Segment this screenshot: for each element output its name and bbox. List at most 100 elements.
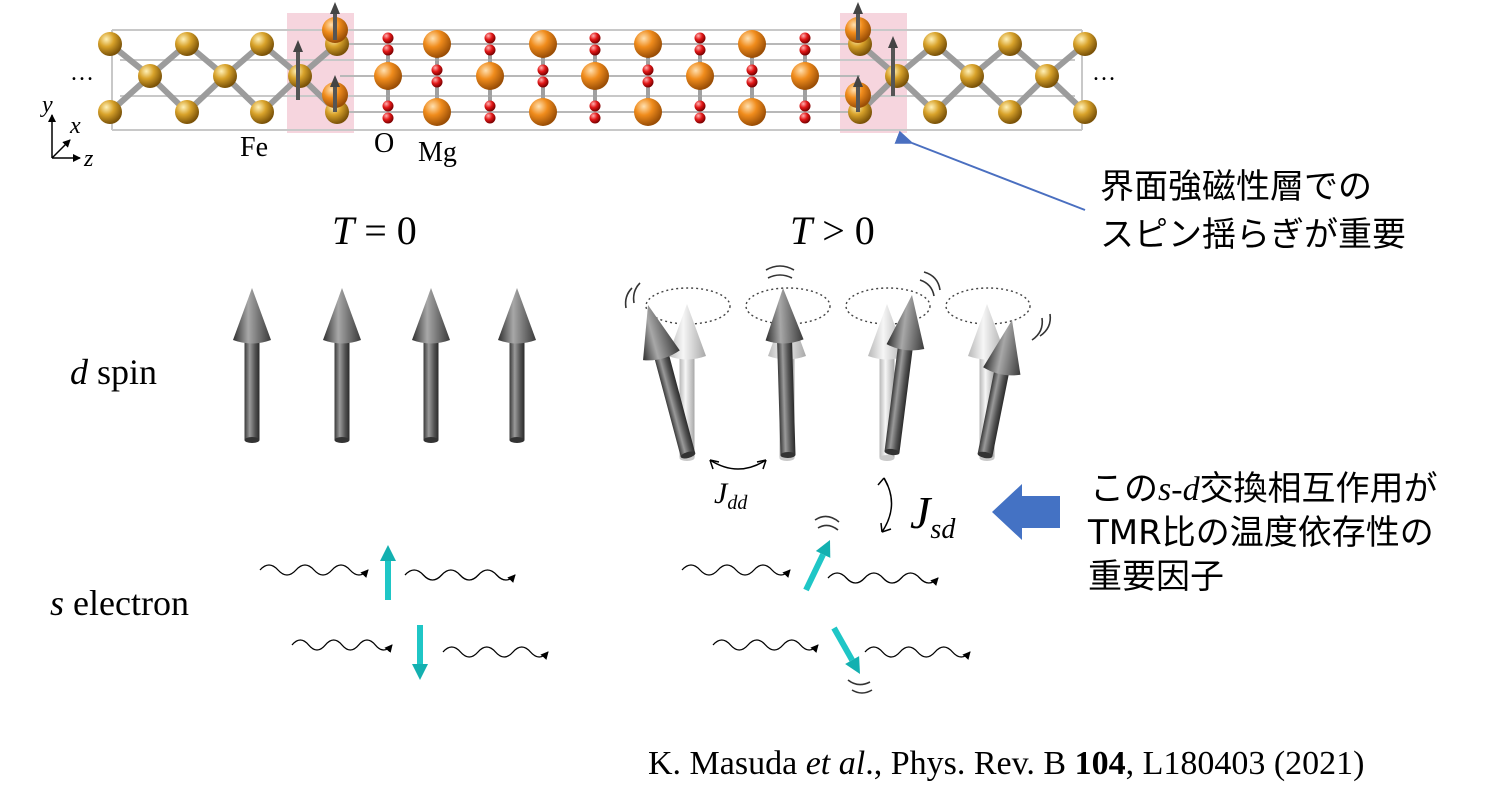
- mg-atom: [374, 62, 402, 90]
- fe-atom: [213, 64, 237, 88]
- left-ellipsis: …: [70, 60, 94, 86]
- d-spin-t1-2: [765, 287, 804, 459]
- electron-spin-t1-up: [803, 540, 831, 592]
- o-atom: [642, 64, 654, 76]
- precession-orbit-2: [745, 287, 831, 325]
- electron-spin-t1-down-shaft: [831, 626, 855, 662]
- jdd-label: Jdd: [714, 477, 748, 514]
- o-atom: [799, 32, 811, 44]
- d-spin-t1-2-shaft: [776, 337, 796, 456]
- interface-spin-head: [853, 2, 863, 14]
- fe-atom: [175, 32, 199, 56]
- citation: K. Masuda et al., Phys. Rev. B 104, L180…: [648, 745, 1365, 782]
- axis-triad: y x z: [40, 92, 94, 172]
- d-spin-t0-1-base: [244, 437, 260, 443]
- d-spin-t0-3-shaft: [423, 338, 439, 440]
- d-spin-t0-1: [233, 288, 271, 443]
- fe-atom: [923, 100, 947, 124]
- electron-wave-t0-up-out: [404, 569, 516, 583]
- right-ellipsis: …: [1092, 60, 1116, 86]
- fe-atom: [98, 100, 122, 124]
- interface-spin-head: [330, 75, 340, 87]
- electron-wave-t0-down-in: [291, 639, 393, 653]
- interface-spins: [293, 2, 898, 112]
- mg-atom: [476, 62, 504, 90]
- precession-orbit-1: [645, 287, 731, 325]
- fe-atom: [250, 100, 274, 124]
- d-spin-t1-2-base: [780, 451, 796, 459]
- electron-wave-t0-up-in: [259, 564, 369, 578]
- electron-wave-t0-down-out: [442, 646, 549, 660]
- fe-atom: [175, 100, 199, 124]
- interface-annotation-line2: スピン揺らぎが重要: [1100, 215, 1406, 255]
- interface-spin-head: [888, 36, 898, 48]
- interface-spin-head: [330, 2, 340, 14]
- jsd-label: Jsd: [910, 487, 956, 545]
- sd-annotation-line2: TMR比の温度依存性の: [1087, 513, 1434, 553]
- d-spin-t1-3-shaft: [884, 343, 914, 453]
- sd-block-arrow: [992, 484, 1060, 540]
- jsd-coupling: Jsd: [877, 477, 956, 545]
- d-spin-t0-2-base: [334, 437, 350, 443]
- label-o: O: [374, 128, 394, 159]
- fe-atom: [1035, 64, 1059, 88]
- o-atom: [382, 44, 394, 56]
- o-atom: [589, 44, 601, 56]
- o-atom: [484, 44, 496, 56]
- axis-x-label: x: [69, 113, 81, 139]
- axis-z-label: z: [83, 146, 94, 172]
- precession-orbit-3: [845, 287, 931, 325]
- electron-spin-t1-up-head: [815, 540, 831, 558]
- o-atom: [589, 100, 601, 112]
- mg-atom: [423, 98, 451, 126]
- mg-atom: [581, 62, 609, 90]
- o-atom: [382, 32, 394, 44]
- d-spins-t-positive: [643, 287, 1031, 461]
- fe-atom: [998, 100, 1022, 124]
- d-spin-t0-4-cone: [498, 288, 536, 344]
- label-mg: Mg: [418, 137, 457, 168]
- o-atom: [799, 100, 811, 112]
- o-atom: [382, 100, 394, 112]
- o-atom: [537, 64, 549, 76]
- fe-atom: [138, 64, 162, 88]
- d-spin-t1-2-cone: [765, 287, 804, 344]
- title-t-positive: T > 0: [790, 208, 875, 253]
- o-atom: [537, 76, 549, 88]
- o-atom: [642, 76, 654, 88]
- d-spin-t0-3-base: [423, 437, 439, 443]
- d-spin-t1-3-base: [884, 448, 900, 456]
- electron-spin-t1-down-head: [845, 656, 860, 674]
- axis-y-label: y: [40, 92, 53, 118]
- d-spin-t1-4: [977, 319, 1021, 459]
- o-atom: [799, 112, 811, 124]
- mg-atom: [529, 30, 557, 58]
- d-spin-t0-3: [412, 288, 450, 443]
- d-spin-t1-4-base: [977, 451, 993, 459]
- sd-annotation: このs-d交換相互作用が TMR比の温度依存性の 重要因子: [1087, 469, 1438, 597]
- mg-atom: [634, 30, 662, 58]
- electron-spin-t1-down: [831, 626, 860, 674]
- o-atom: [431, 76, 443, 88]
- fe-atom: [250, 32, 274, 56]
- label-fe: Fe: [240, 132, 268, 163]
- interface-annotation: 界面強磁性層での スピン揺らぎが重要: [1100, 167, 1406, 255]
- d-spin-t0-4-base: [509, 437, 525, 443]
- d-spin-t1-1-cone: [643, 304, 680, 361]
- mg-atom: [686, 62, 714, 90]
- fe-atom: [998, 32, 1022, 56]
- o-atom: [484, 32, 496, 44]
- d-spin-t1-4-shaft: [977, 367, 1010, 457]
- o-atom: [746, 76, 758, 88]
- interface-annotation-line1: 界面強磁性層での: [1100, 167, 1372, 207]
- electron-spin-t0-up-head: [380, 545, 396, 561]
- jsd-arc: [881, 477, 893, 533]
- o-atom: [799, 44, 811, 56]
- interface-spin-head: [293, 40, 303, 52]
- interface-pointer-line: [894, 130, 1086, 211]
- sd-annotation-line1: このs-d交換相互作用が: [1090, 469, 1438, 509]
- electron-spin-t1-up-shaft: [803, 553, 826, 592]
- d-spin-t1-1: [643, 304, 696, 459]
- fe-atom: [98, 32, 122, 56]
